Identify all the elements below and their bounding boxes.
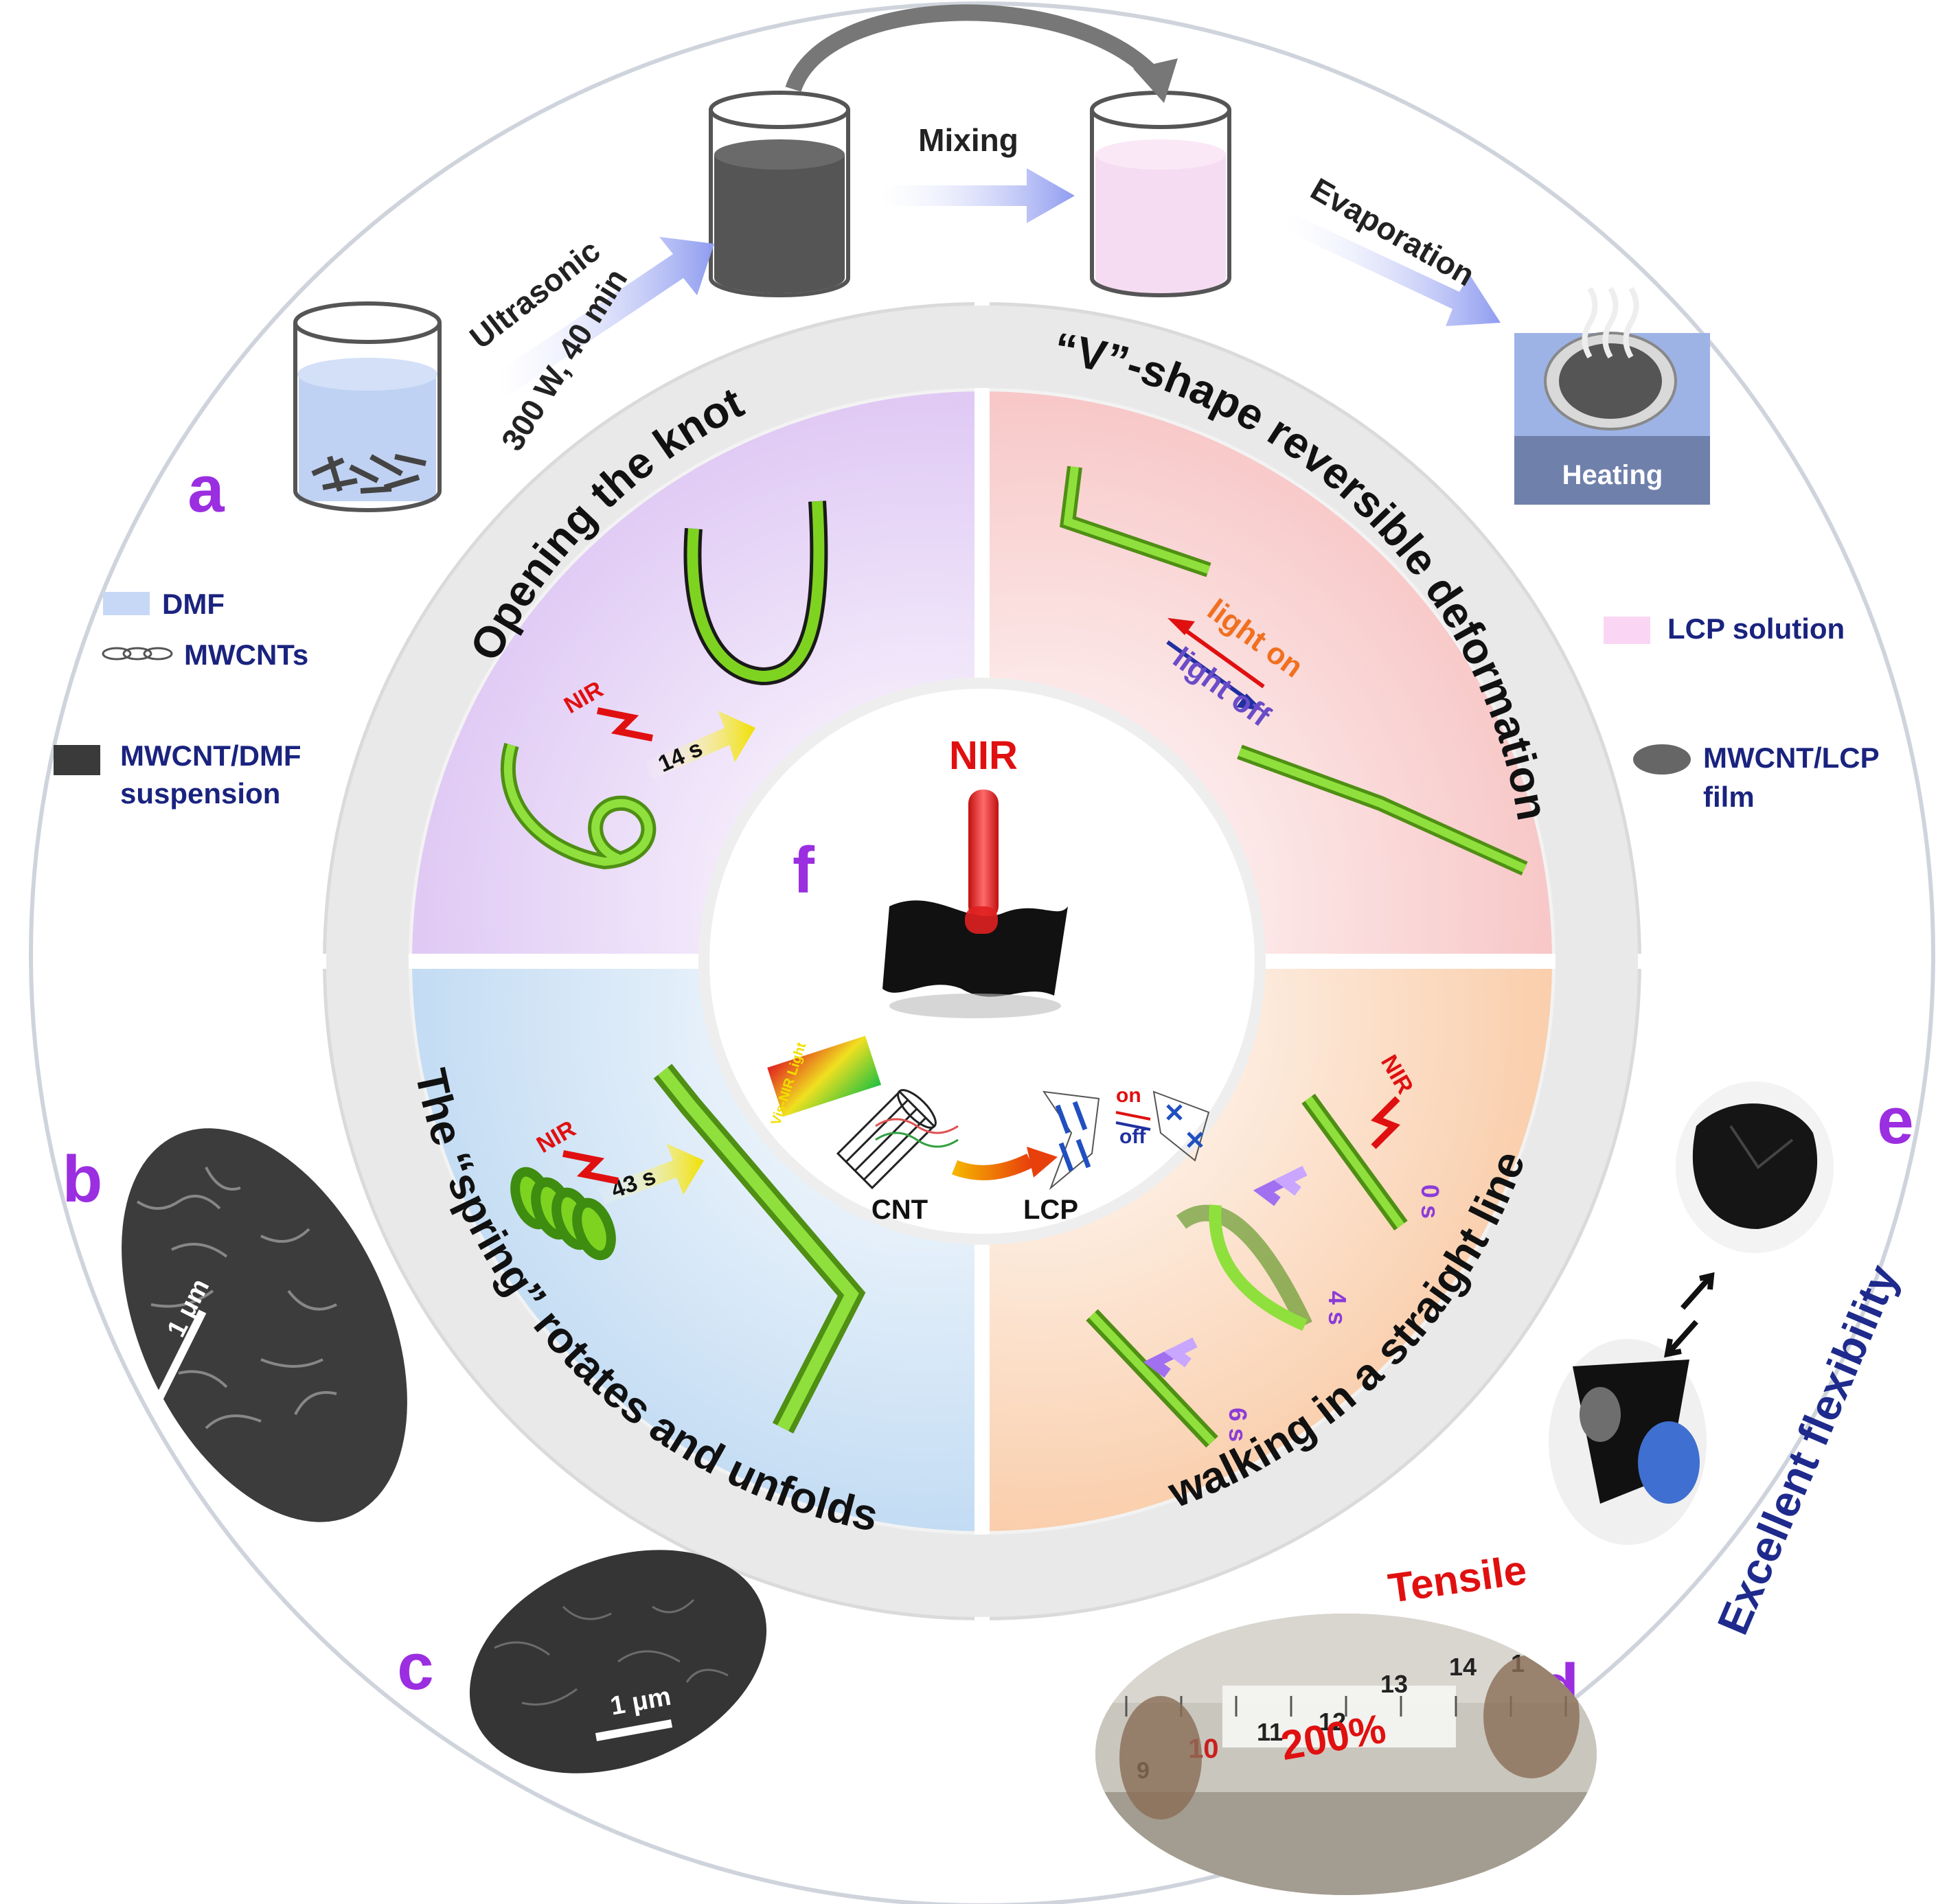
transfer-arrow (785, 4, 1160, 93)
knot-illustration: 14 s NIR (501, 501, 828, 870)
legend-suspension-line2: suspension (120, 777, 280, 810)
walking-time-6: 6 s (1224, 1408, 1252, 1442)
walking-time-0: 0 s (1416, 1184, 1444, 1219)
nir-beam (968, 790, 999, 920)
panel-letter-f: f (793, 834, 815, 907)
legend-film-line2: film (1703, 781, 1755, 813)
ruler-11: 11 (1257, 1718, 1283, 1746)
panel-letter-a: a (187, 452, 225, 526)
walking-time-4: 4 s (1323, 1291, 1352, 1325)
panel-letter-c: c (397, 1630, 433, 1704)
legend: DMF MWCNTs MWCNT/DMF suspension LCP solu… (54, 588, 1880, 813)
sem-image-b: 1 μm (122, 1090, 407, 1522)
mixing-arrow (879, 168, 1075, 223)
legend-mwcnts: MWCNTs (184, 639, 308, 671)
walking-illustration: NIR 0 s 4 s 6 s (1086, 1051, 1444, 1448)
heating-plate: Heating (1514, 286, 1710, 505)
ruler-14: 14 (1449, 1653, 1477, 1681)
flexibility-photo-flat (1549, 1339, 1707, 1545)
flexibility-exchange-arrows (1664, 1272, 1715, 1358)
cnt-to-lcp-arrow (951, 1154, 1034, 1180)
legend-swatch-film (1633, 744, 1691, 775)
legend-lcp-solution: LCP solution (1667, 612, 1845, 645)
beaker-lcp-solution (1090, 91, 1231, 297)
heating-label: Heating (1562, 460, 1663, 490)
film-sample (882, 900, 1068, 997)
mixing-label: Mixing (918, 122, 1018, 158)
lcp-on-label: on (1116, 1084, 1141, 1107)
legend-suspension-line1: MWCNT/DMF (120, 739, 301, 772)
sem-image-c: 1 μm (469, 1550, 767, 1774)
mwcnt-particles (311, 454, 426, 494)
cnt-tube (836, 1089, 937, 1190)
flexibility-photo-folded (1676, 1081, 1834, 1253)
vis-nir-light-source (767, 1035, 882, 1117)
legend-dmf: DMF (162, 588, 225, 620)
ruler-13: 13 (1380, 1670, 1408, 1698)
center-nir-label: NIR (949, 733, 1018, 778)
tensile-photo: 9 10 11 12 13 14 1 200% (1095, 1614, 1597, 1895)
panel-letter-b: b (62, 1143, 103, 1216)
legend-swatch-lcp (1604, 617, 1650, 644)
ultrasonic-arrow (494, 237, 714, 398)
lcp-network (1042, 1090, 1210, 1191)
cnt-label: CNT (871, 1195, 928, 1225)
legend-swatch-dmf (103, 592, 150, 615)
lcp-label: LCP (1023, 1195, 1078, 1225)
legend-swatch-suspension (54, 745, 100, 775)
legend-film-line1: MWCNT/LCP (1703, 742, 1880, 774)
beaker-suspension (709, 91, 850, 297)
panel-letter-e: e (1877, 1084, 1913, 1158)
beaker-dmf (293, 301, 442, 512)
ruler-12: 12 (1319, 1708, 1346, 1736)
legend-swatch-mwcnts (102, 647, 173, 661)
quadrant-band (326, 306, 1638, 1617)
evaporation-arrow (1284, 213, 1501, 326)
center-illustration: NIR Vis-NIR Light CNT LCP on of (767, 733, 1210, 1225)
